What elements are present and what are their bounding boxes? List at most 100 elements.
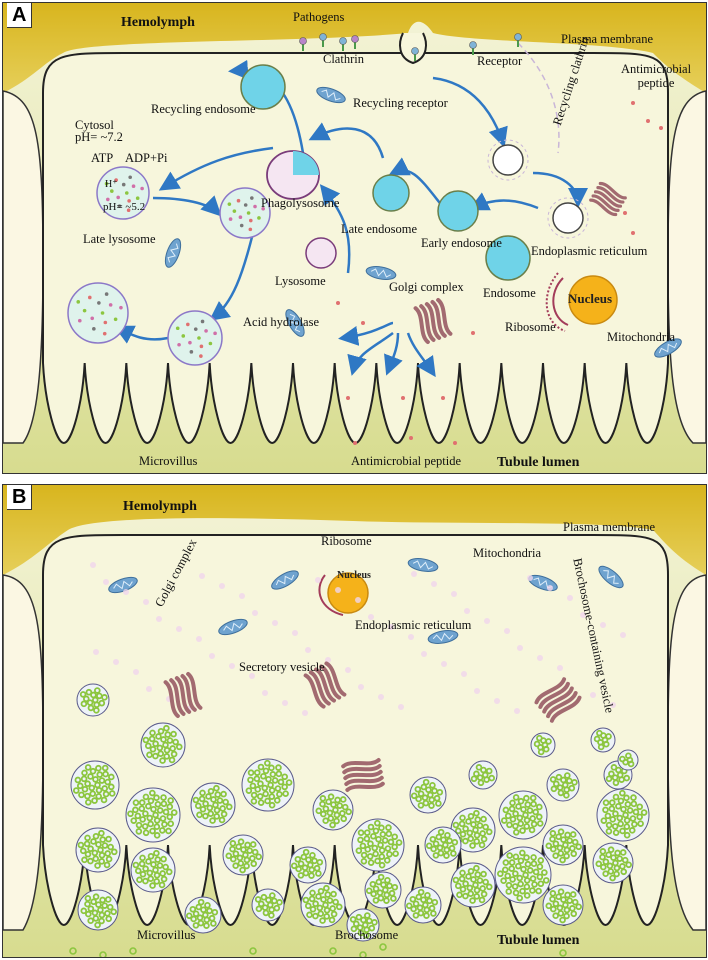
brochosome [332, 898, 339, 906]
brochosome [198, 795, 206, 803]
brochosome [90, 691, 97, 699]
brochosome [625, 752, 632, 760]
brochosome [549, 835, 556, 843]
brochosome [515, 862, 522, 870]
brochosome [452, 821, 460, 829]
brochosome [623, 823, 631, 830]
coated-vesicle [492, 144, 524, 176]
brochosome [417, 909, 425, 917]
brochosome [500, 817, 508, 824]
brochosome [385, 824, 392, 831]
brochosome [236, 854, 244, 862]
brochosome [462, 837, 469, 845]
brochosome [571, 838, 579, 846]
brochosome [96, 771, 104, 778]
secretory-vesicle [143, 599, 149, 605]
brochosome [200, 906, 207, 914]
secretory-vesicle [355, 597, 361, 603]
brochosome [390, 895, 397, 902]
brochosome [315, 807, 323, 815]
brochosome [158, 881, 166, 889]
brochosome [149, 827, 156, 835]
brochosome [214, 791, 222, 798]
brochosome [615, 766, 622, 774]
brochosome [101, 902, 109, 909]
brochosome [169, 745, 176, 752]
brochosome-label: Brochosome [335, 928, 399, 942]
lysosome-vesicle [67, 282, 129, 344]
brochosome [423, 906, 431, 914]
brochosome [381, 837, 389, 844]
secretory-vesicle [610, 702, 616, 708]
brochosome [285, 779, 293, 786]
brochosome [623, 794, 630, 802]
brochosome [552, 780, 560, 788]
brochosome [130, 817, 138, 824]
brochosome [92, 832, 100, 840]
brochosome [637, 820, 644, 827]
brochosome [239, 866, 246, 874]
antimicrobial-peptide-dot [361, 321, 365, 325]
brochosome [333, 817, 340, 825]
brochosome [159, 827, 166, 834]
brochosome [437, 849, 445, 857]
brochosome [267, 781, 274, 789]
brochosome [139, 854, 146, 862]
pathogen [469, 41, 477, 49]
brochosome [608, 805, 616, 813]
secretory-vesicle [398, 704, 404, 710]
brochosome [175, 743, 183, 751]
brochosome [202, 812, 209, 820]
brochosome [185, 912, 193, 920]
late-endosome [372, 174, 410, 212]
brochosome [99, 951, 107, 957]
brochosome [630, 800, 638, 808]
brochosome [164, 731, 172, 738]
secretory-vesicle [93, 649, 99, 655]
brochosome [605, 821, 613, 829]
brochosome [559, 856, 566, 864]
brochosome [454, 827, 462, 835]
brochosome [377, 894, 385, 902]
brochosome [330, 910, 338, 918]
brochosome [612, 829, 620, 836]
brochosome [81, 856, 88, 864]
brochosome [387, 838, 395, 846]
brochosome [517, 820, 525, 828]
antimicrobial-peptide-dot [623, 211, 627, 215]
brochosome [204, 901, 211, 909]
secretory-vesicle [133, 669, 139, 675]
brochosome [465, 818, 472, 825]
brochosome [135, 821, 143, 829]
brochosome [345, 808, 353, 816]
brochosome [575, 903, 583, 911]
brochosome [250, 791, 258, 799]
brochosome [81, 785, 89, 793]
antimicrobial-peptide-dot [659, 126, 663, 130]
hemolymph-label: Hemolymph [123, 499, 197, 514]
brochosome [323, 906, 331, 914]
brochosome [320, 810, 327, 818]
brochosome [559, 916, 566, 924]
brochosome [474, 871, 482, 878]
brochosome [612, 810, 619, 817]
brochosome [363, 932, 370, 939]
secretory-vesicle [461, 671, 467, 677]
brochosome [219, 805, 226, 812]
brochosome [207, 787, 215, 795]
golgi-complex-label: Golgi complex [389, 280, 464, 294]
brochosome [336, 802, 344, 809]
brochosome [211, 908, 219, 916]
brochosome [202, 800, 209, 808]
brochosome [308, 866, 316, 874]
brochosome [456, 891, 463, 899]
brochosome [357, 836, 364, 844]
brochosome [160, 794, 167, 801]
brochosome [95, 841, 102, 848]
brochosome [552, 840, 560, 848]
neighbor-cell-left [3, 574, 44, 931]
brochosome [612, 779, 620, 787]
brochosome [516, 814, 524, 822]
brochosome [104, 778, 111, 786]
brochosome [297, 872, 305, 879]
